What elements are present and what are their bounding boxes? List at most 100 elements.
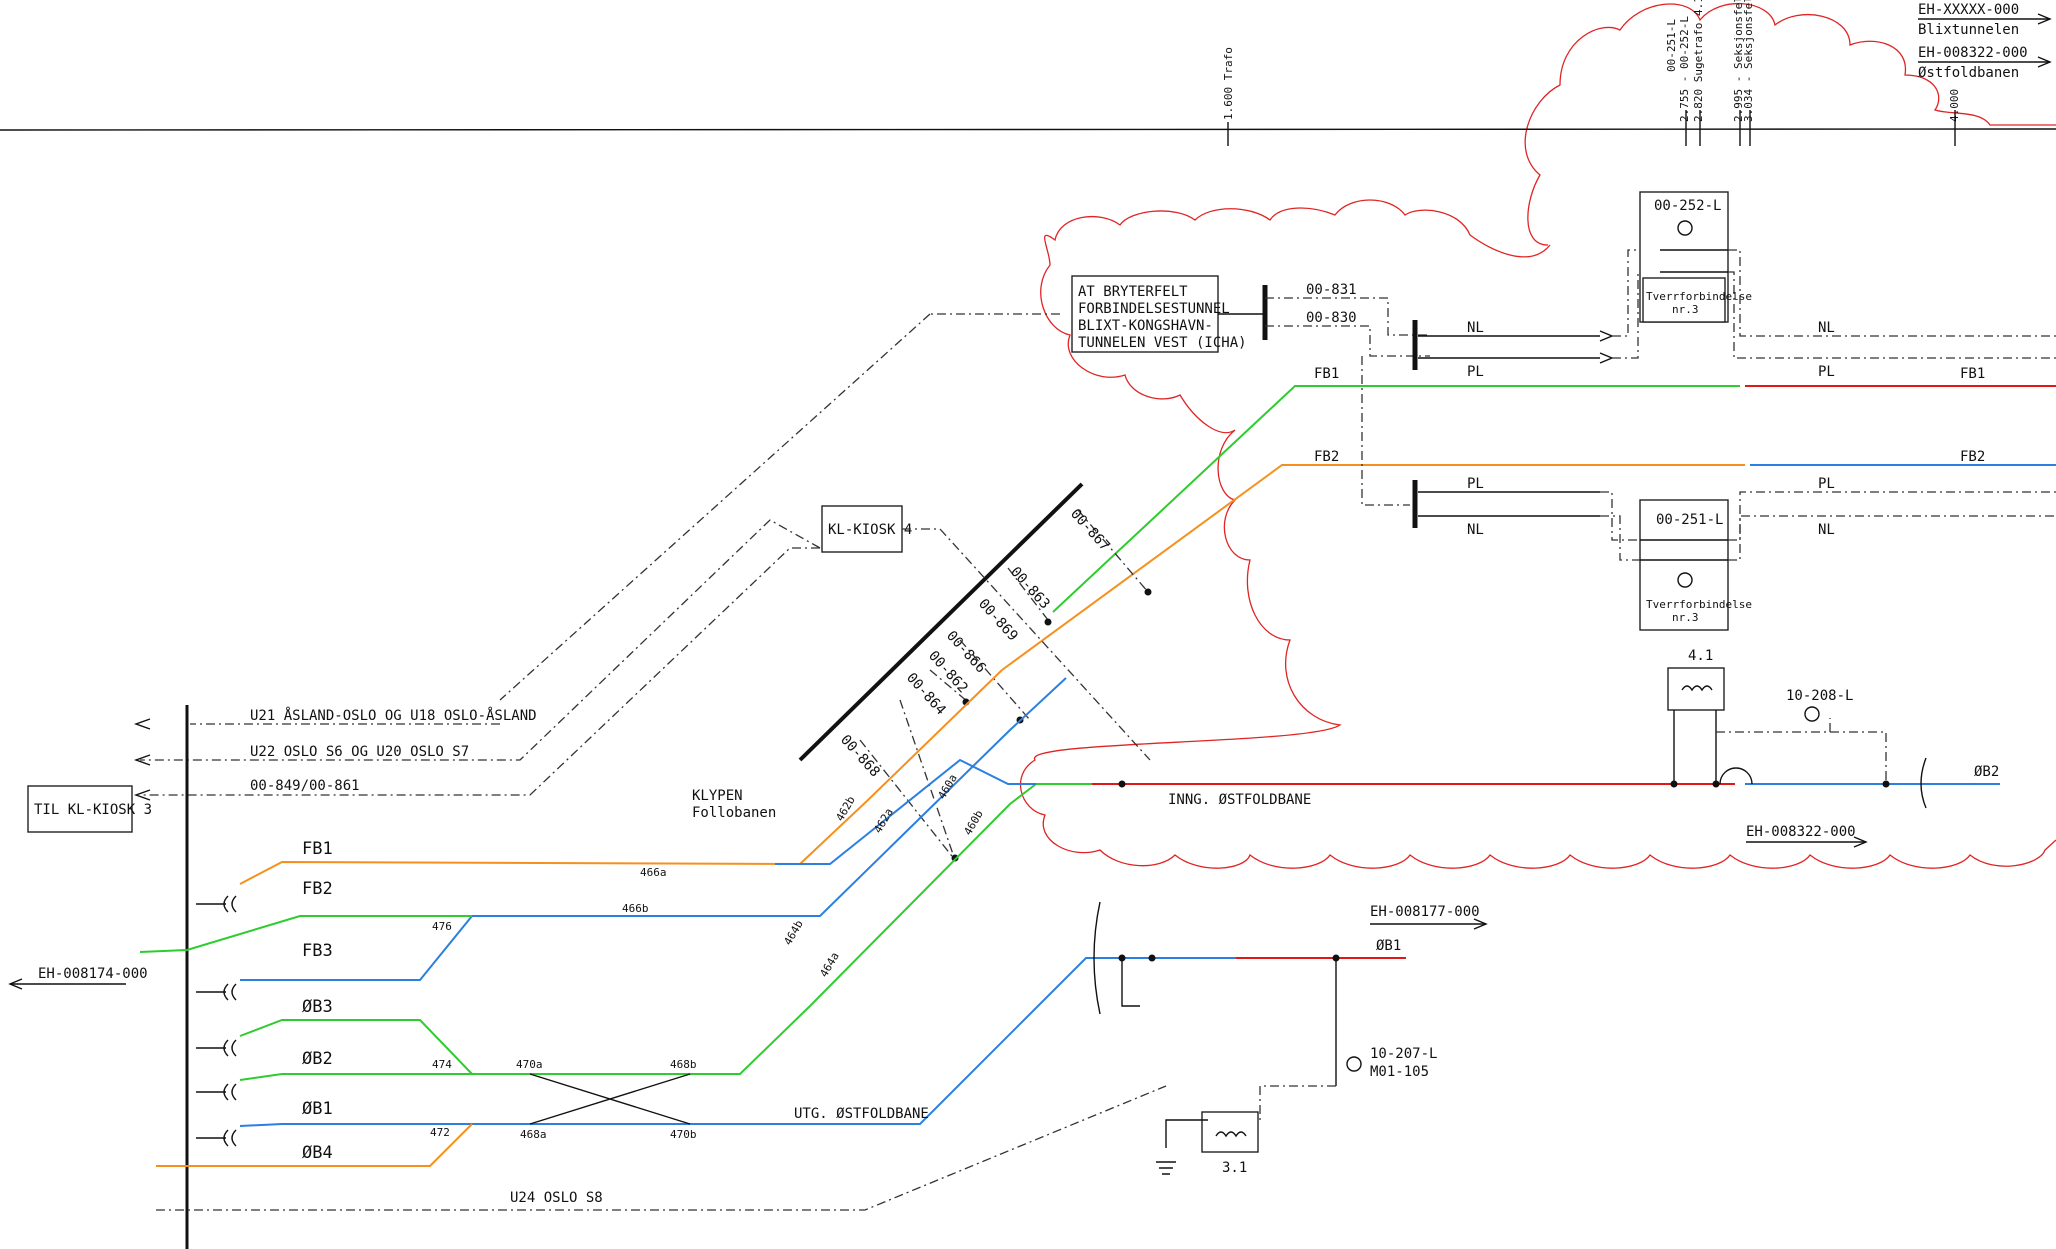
tverr-1-box: [1642, 277, 1726, 323]
eh-008174-arrowhead: [8, 978, 23, 990]
trafo-31-label: 3.1: [1222, 1160, 1247, 1176]
neutral-section-icon: [1719, 767, 1753, 785]
trafo-41-label: 4.1: [1688, 648, 1713, 664]
ground-icon: [1156, 1161, 1176, 1175]
cable-863: [1007, 567, 1049, 621]
ref-top-1: EH-XXXXX-000: [1918, 2, 2019, 18]
motor-icon: [1346, 1056, 1362, 1072]
cable-864-run: [899, 699, 956, 861]
ref-top-1-name: Blixtunnelen: [1918, 22, 2019, 38]
upper-nl-arrow: [1599, 330, 1614, 342]
cable-868-run: [859, 739, 956, 861]
upper-pl-label: PL: [1467, 364, 1484, 380]
track-462: [775, 758, 1036, 865]
ob1-node-2: [1148, 954, 1156, 962]
upper-pl-arrow: [1599, 352, 1614, 364]
sw-10207-label: 10-207-L: [1370, 1046, 1437, 1062]
feeder-849-arrow: [133, 789, 151, 801]
ob1-ground-lead: [1121, 958, 1140, 1007]
ref-top-2: EH-008322-000: [1918, 45, 2028, 61]
til-kl-kiosk-3-label: TIL KL-KIOSK 3: [34, 802, 152, 818]
inng-node-4: [1882, 780, 1890, 788]
fb1-left-label: FB1: [302, 839, 333, 859]
kiosk-to-trench: [902, 528, 1151, 761]
eh-008177-arrowhead: [1473, 918, 1488, 930]
utg-label: UTG. ØSTFOLDBANE: [794, 1106, 929, 1122]
km-2820-label: 2.820 Sugetrafo 4.1: [1692, 0, 1705, 122]
cable-830-label: 00-830: [1306, 310, 1357, 326]
at-feed-diag: [499, 313, 931, 701]
track-fb3-fb2: [240, 677, 1067, 981]
track-ob1: [239, 957, 1330, 1127]
sw-462b-label: 462b: [833, 794, 858, 823]
inng-label: INNG. ØSTFOLDBANE: [1168, 792, 1311, 808]
sw-10207-sub: M01-105: [1370, 1064, 1429, 1080]
feeder-u22: [140, 519, 821, 761]
coil-icon: [1681, 685, 1713, 692]
revision-cloud-upper: [1524, 2, 2056, 246]
sw-468a-label: 468a: [520, 1128, 547, 1141]
track-fb2-left: [139, 915, 472, 953]
fb1-right-label: FB1: [1960, 366, 1985, 382]
isolator-ob2-icon: [196, 1083, 237, 1101]
upper-pl-right: [1728, 271, 2056, 359]
sw-470a-label: 470a: [516, 1058, 543, 1071]
cable-869-label: 00-869: [975, 596, 1021, 644]
til-kl-kiosk-3-box: [27, 785, 133, 833]
klypen-label: KLYPEN: [692, 788, 743, 804]
feeder-u24: [156, 1085, 1167, 1211]
crossover-470-468: [529, 1073, 691, 1125]
feeder-u21-arrow: [133, 718, 151, 730]
ref-arrow-2-head: [2037, 56, 2052, 68]
inng-node-3: [1712, 780, 1720, 788]
chainage-line: [0, 128, 2056, 131]
motor-icon: [1677, 572, 1693, 588]
fb2-upper-label: FB2: [1314, 449, 1339, 465]
isolator-ob3-icon: [196, 1039, 237, 1057]
at-bryterfelt-line3: BLIXT-KONGSHAVN-: [1078, 318, 1213, 334]
ref-top-2-name: Østfoldbanen: [1918, 65, 2019, 81]
cable-868-label: 00-868: [837, 732, 883, 780]
fb1-upper-label: FB1: [1314, 366, 1339, 382]
track-fb2-orange: [1001, 464, 1745, 671]
right-pl-label: PL: [1818, 364, 1835, 380]
sw-466a-label: 466a: [640, 866, 667, 879]
cable-trench-bar: [798, 482, 1084, 762]
track-ob3-ob2: [239, 783, 1037, 1075]
lower-nl-right: [1728, 515, 2056, 561]
bracket-icon: [1920, 757, 1927, 809]
sw-464a-label: 464a: [817, 950, 842, 979]
right-pl2-label: PL: [1818, 476, 1835, 492]
eh-008322-arrowhead: [1853, 836, 1868, 848]
cable-831: [1265, 297, 1430, 336]
sw-468b-label: 468b: [670, 1058, 697, 1071]
feeder-u22-label: U22 OSLO S6 OG U20 OSLO S7: [250, 744, 469, 760]
tverr-1-line1: Tverrforbindelse: [1646, 290, 1752, 303]
feeder-u22-arrow: [133, 754, 151, 766]
at-bryterfelt-line4: TUNNELEN VEST (ICHA): [1078, 335, 1247, 351]
trench-node-2: [1044, 618, 1052, 626]
sw-472-label: 472: [430, 1126, 450, 1139]
sw-10208-label: 10-208-L: [1786, 688, 1853, 704]
eh-008177-label: EH-008177-000: [1370, 904, 1480, 920]
sw-462a-label: 462a: [871, 806, 896, 835]
fb2-left-label: FB2: [302, 879, 333, 899]
track-fb1-green: [1052, 385, 1740, 613]
cable-867-label: 00-867: [1067, 506, 1113, 554]
sw-464b-label: 464b: [781, 918, 806, 947]
sw-476-label: 476: [432, 920, 452, 933]
ob1-right-label: ØB1: [1376, 938, 1401, 954]
fb2-right-label: FB2: [1960, 449, 1985, 465]
sw-466b-label: 466b: [622, 902, 649, 915]
trench-node-5: [951, 854, 959, 862]
kl-kiosk-4-box: [821, 505, 903, 553]
tverr-2-line1: Tverrforbindelse: [1646, 598, 1752, 611]
motor-icon: [1677, 220, 1693, 236]
ref-arrow-1-head: [2037, 13, 2052, 25]
bracket-icon: [1093, 901, 1101, 1015]
switch-252-label: 00-252-L: [1654, 198, 1721, 214]
sw-470b-label: 470b: [670, 1128, 697, 1141]
trafo-31-ground-lead: [1165, 1119, 1208, 1148]
km-trafo-label: 1.600 Trafo: [1222, 47, 1235, 120]
